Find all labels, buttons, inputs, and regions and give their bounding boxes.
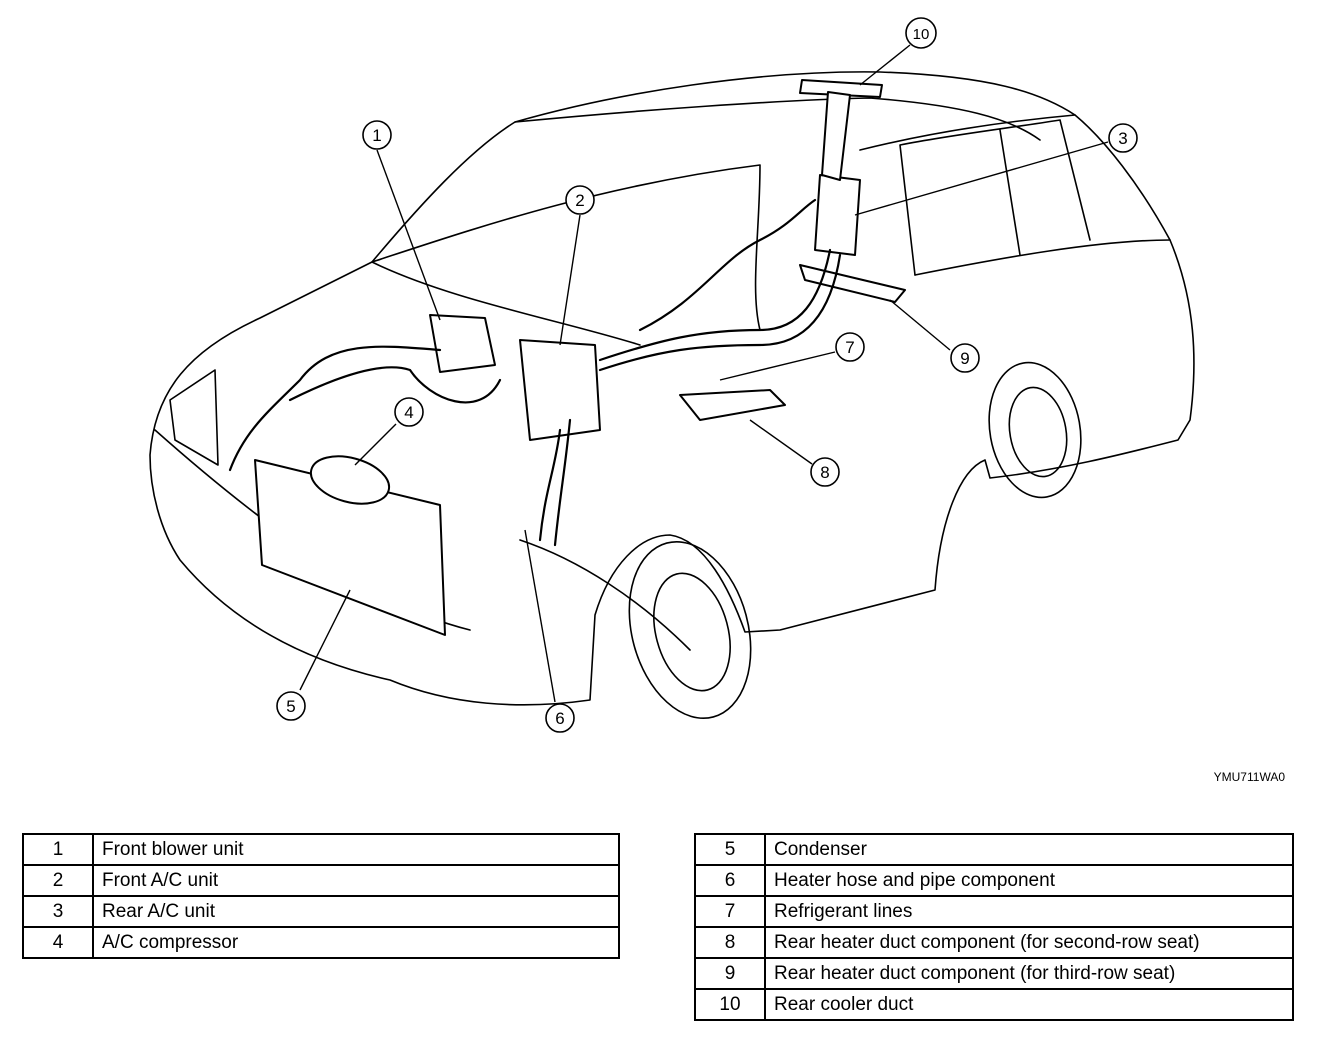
legend-label: Front A/C unit <box>92 864 620 897</box>
legend-number: 6 <box>694 864 766 897</box>
legend-label: Rear A/C unit <box>92 895 620 928</box>
rear-lines-upper <box>638 198 817 332</box>
legend-label: Heater hose and pipe component <box>764 864 1294 897</box>
rear-wheel <box>988 361 1082 499</box>
legend-number: 5 <box>694 833 766 866</box>
legend-row: 3 Rear A/C unit <box>22 895 620 928</box>
leader-line-10 <box>859 44 911 86</box>
legend-label: Rear heater duct component (for second-r… <box>764 926 1294 959</box>
front-wheel <box>628 540 752 720</box>
rear-cooler-duct-riser <box>821 91 851 181</box>
windshield-outline <box>371 164 761 331</box>
callout-9: 9 <box>960 349 969 368</box>
roof-edge <box>514 97 1041 141</box>
callout-3: 3 <box>1118 129 1127 148</box>
callout-8-ring <box>810 457 840 487</box>
legend-number: 7 <box>694 895 766 928</box>
legend-number: 3 <box>22 895 94 928</box>
legend-number: 2 <box>22 864 94 897</box>
legend-table-left: 1 Front blower unit 2 Front A/C unit 3 R… <box>22 833 620 959</box>
callout-10-ring <box>905 17 937 49</box>
diagram-code: YMU711WA0 <box>1213 770 1285 784</box>
callout-6: 6 <box>555 709 564 728</box>
legend-label: Refrigerant lines <box>764 895 1294 928</box>
legend-number: 8 <box>694 926 766 959</box>
leader-line-5 <box>299 589 351 691</box>
refrigerant-lines <box>598 248 842 372</box>
legend-row: 1 Front blower unit <box>22 833 620 866</box>
legend-row: 4 A/C compressor <box>22 926 620 959</box>
front-hoses <box>228 345 502 472</box>
legend-number: 10 <box>694 988 766 1021</box>
leader-line-2 <box>559 214 581 346</box>
callout-5-ring <box>276 691 306 721</box>
callout-1-ring <box>362 120 392 150</box>
rear-heater-duct-third-shape <box>799 264 906 303</box>
legend-number: 1 <box>22 833 94 866</box>
legend-number: 4 <box>22 926 94 959</box>
leader-line-4 <box>354 423 397 466</box>
legend-label: Rear cooler duct <box>764 988 1294 1021</box>
vehicle-body-outline <box>149 71 1195 706</box>
leader-line-8 <box>749 419 813 465</box>
callout-4: 4 <box>404 403 413 422</box>
callout-5: 5 <box>286 697 295 716</box>
rear-heater-duct-second-shape <box>679 389 786 421</box>
legend-row: 5 Condenser <box>694 833 1294 866</box>
legend-table-right: 5 Condenser 6 Heater hose and pipe compo… <box>694 833 1294 1021</box>
callout-8: 8 <box>820 463 829 482</box>
front-ac-unit-shape <box>519 339 601 441</box>
legend-row: 2 Front A/C unit <box>22 864 620 897</box>
heater-hose-pipe <box>538 418 572 547</box>
rear-wheel-inner <box>1008 386 1068 478</box>
legend-label: A/C compressor <box>92 926 620 959</box>
callout-7: 7 <box>845 338 854 357</box>
leader-line-6 <box>524 529 556 703</box>
leader-line-3 <box>854 141 1109 216</box>
callout-10: 10 <box>913 26 930 43</box>
legend-row: 10 Rear cooler duct <box>694 988 1294 1021</box>
front-blower-shape <box>429 314 496 373</box>
callout-2-ring <box>565 185 595 215</box>
callout-6-ring <box>545 703 575 733</box>
legend-row: 7 Refrigerant lines <box>694 895 1294 928</box>
headlight <box>169 369 219 466</box>
rear-ac-unit-shape <box>814 174 861 256</box>
legend-label: Condenser <box>764 833 1294 866</box>
hvac-component-diagram: 1 2 3 4 5 6 7 8 9 10 <box>149 17 1195 733</box>
side-body-line <box>914 239 1171 276</box>
legend-label: Rear heater duct component (for third-ro… <box>764 957 1294 990</box>
callout-1: 1 <box>372 126 381 145</box>
callout-7-ring <box>835 332 865 362</box>
callout-4-ring <box>394 397 424 427</box>
rear-window-lines <box>859 114 1091 276</box>
compressor-shape <box>309 455 391 505</box>
legend-row: 6 Heater hose and pipe component <box>694 864 1294 897</box>
leader-line-9 <box>889 299 951 351</box>
legend-row: 8 Rear heater duct component (for second… <box>694 926 1294 959</box>
vehicle-line-drawing: 1 2 3 4 5 6 7 8 9 10 <box>149 17 1195 733</box>
legend-label: Front blower unit <box>92 833 620 866</box>
leader-line-7 <box>719 351 836 381</box>
legend-row: 9 Rear heater duct component (for third-… <box>694 957 1294 990</box>
callout-9-ring <box>950 343 980 373</box>
fender-line <box>519 539 691 651</box>
legend-number: 9 <box>694 957 766 990</box>
callout-2: 2 <box>575 191 584 210</box>
leader-line-1 <box>376 149 441 321</box>
callout-3-ring <box>1108 123 1138 153</box>
hood-line <box>371 261 641 346</box>
front-wheel-inner <box>653 572 731 692</box>
